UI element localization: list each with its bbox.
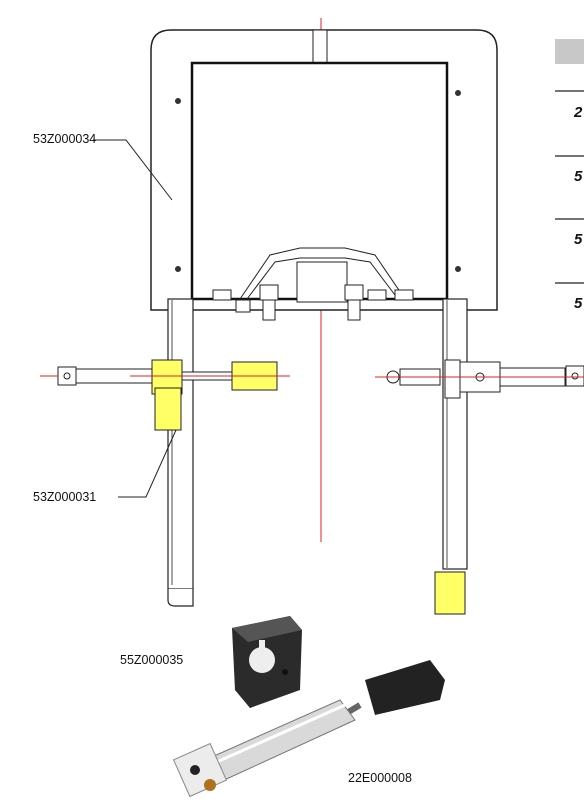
clamp-block-image	[232, 616, 302, 708]
screw	[175, 98, 181, 104]
center-slot	[296, 261, 348, 303]
leader-53Z000031	[118, 429, 177, 498]
inner-panel	[190, 61, 449, 301]
right-cylinder	[386, 359, 584, 399]
table-header-cell	[555, 39, 584, 64]
bottom-bracket-inner	[246, 257, 399, 300]
table-row-value: 2	[574, 104, 583, 121]
left-cylinder	[57, 359, 290, 431]
bolts	[212, 284, 414, 321]
part-label-53Z000034: 53Z000034	[33, 132, 97, 146]
table-row-value: 5	[574, 295, 583, 312]
right-leg-clamp	[434, 571, 466, 615]
table-row-value: 5	[574, 168, 583, 185]
top-notch	[312, 29, 328, 64]
part-label-55Z000035: 55Z000035	[120, 653, 184, 667]
screw	[455, 266, 461, 272]
left-leg-foot	[167, 589, 194, 607]
screw	[175, 266, 181, 272]
table-row-value: 5	[574, 231, 583, 248]
part-label-22E000008: 22E000008	[348, 771, 412, 785]
leader-53Z000034	[93, 139, 173, 201]
pneumatic-cylinder-image	[172, 660, 445, 798]
part-label-53Z000031: 53Z000031	[33, 490, 97, 504]
screw	[455, 90, 461, 96]
bottom-bracket	[239, 247, 406, 300]
